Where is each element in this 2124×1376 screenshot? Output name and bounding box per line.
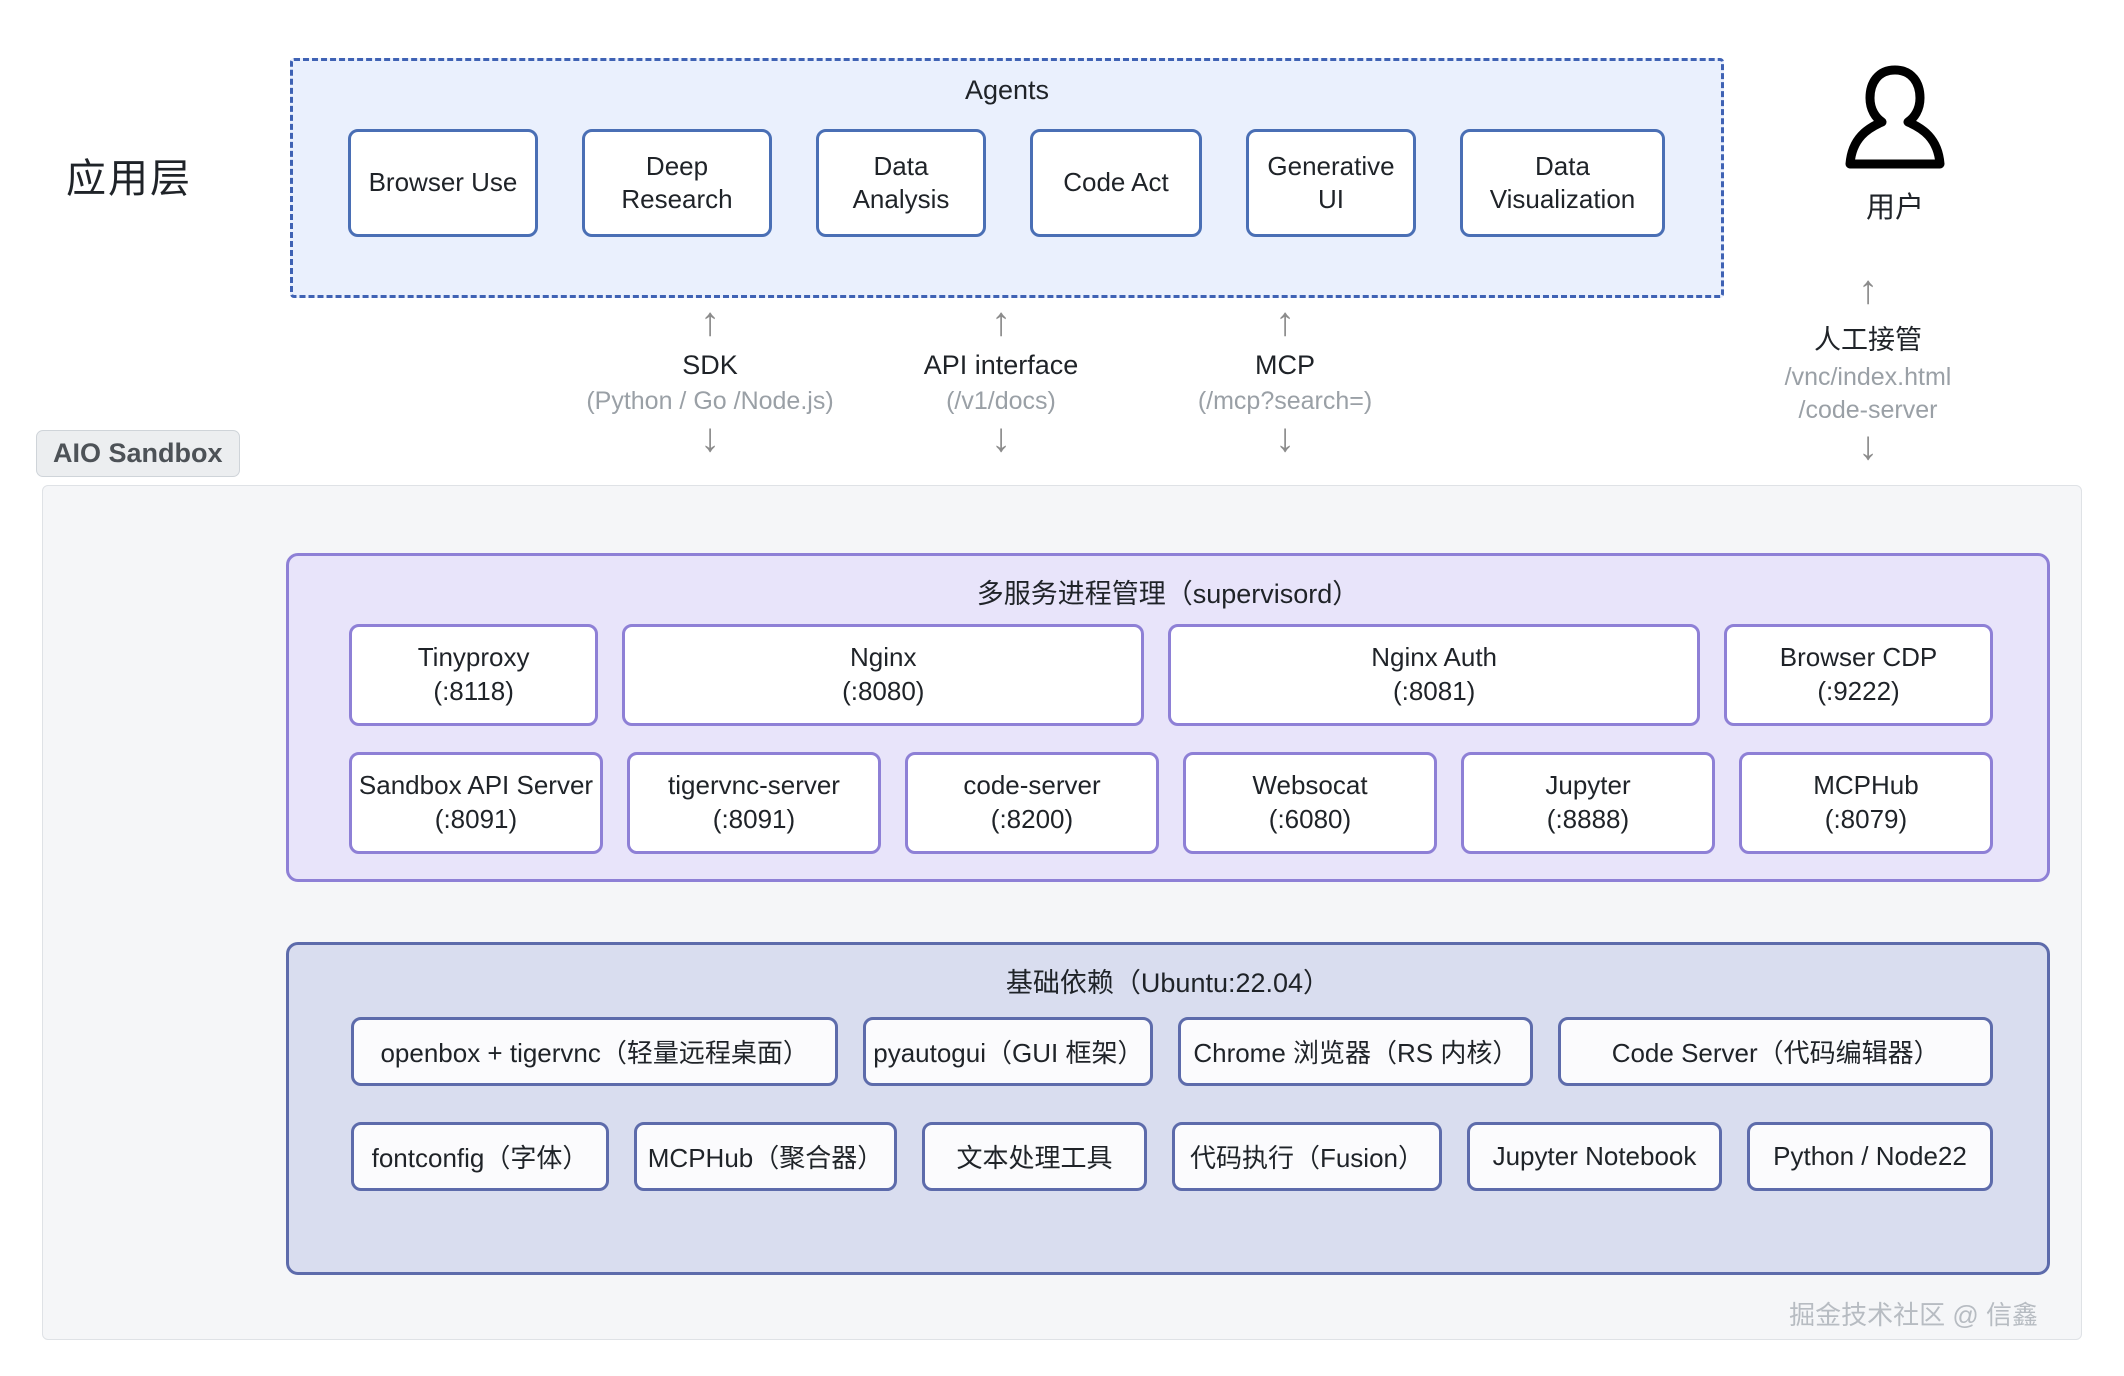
service-layer-container: 多服务进程管理（supervisord） Tinyproxy (:8118) N… (286, 553, 2050, 882)
aio-sandbox-badge: AIO Sandbox (36, 430, 240, 477)
service-port: (:8091) (434, 804, 518, 834)
user-block: 用户 (1805, 60, 1985, 226)
foundation-box-code-server[interactable]: Code Server（代码编辑器） (1558, 1017, 1993, 1086)
connector-manual-takeover: ↑ 人工接管 /vnc/index.html /code-server ↓ (1718, 270, 2018, 466)
service-port: (:8081) (1392, 676, 1476, 706)
arrow-down-icon: ↓ (1275, 415, 1295, 460)
service-port: (:8200) (990, 804, 1074, 834)
foundation-box-pyautogui[interactable]: pyautogui（GUI 框架） (863, 1017, 1154, 1086)
agent-box-code-act[interactable]: Code Act (1030, 129, 1202, 237)
connector-api-interface: ↑ API interface (/v1/docs) ↓ (851, 302, 1151, 458)
arrow-up-icon: ↑ (700, 300, 720, 344)
arrow-up-icon: ↑ (1275, 300, 1295, 344)
arrow-up-icon: ↑ (1858, 268, 1878, 312)
connector-sdk: ↑ SDK (Python / Go /Node.js) ↓ (560, 302, 860, 458)
arrow-down-icon: ↓ (1858, 424, 1878, 468)
layer-label-application: 应用层 (66, 157, 192, 201)
connector-subtitle: (/mcp?search=) (1197, 387, 1373, 415)
foundation-box-fontconfig[interactable]: fontconfig（字体） (351, 1122, 609, 1191)
service-port: (:8080) (842, 676, 925, 706)
foundation-box-jupyter-notebook[interactable]: Jupyter Notebook (1467, 1122, 1722, 1191)
connector-subtitle-2: /code-server (1798, 395, 1938, 424)
foundation-box-text-processing-tools[interactable]: 文本处理工具 (922, 1122, 1147, 1191)
foundation-box-chrome-browser[interactable]: Chrome 浏览器（RS 内核） (1178, 1017, 1534, 1086)
service-layer-title: 多服务进程管理（supervisord） (976, 579, 1360, 609)
service-name: MCPHub (1813, 770, 1919, 801)
connector-title: MCP (1255, 350, 1315, 380)
foundation-box-mcphub[interactable]: MCPHub（聚合器） (634, 1122, 897, 1191)
foundation-layer-title: 基础依赖（Ubuntu:22.04） (1005, 968, 1331, 998)
agent-label: Browser Use (368, 167, 518, 198)
foundation-box-openbox-tigervnc[interactable]: openbox + tigervnc（轻量远程桌面） (351, 1017, 839, 1086)
service-name: Nginx Auth (1371, 642, 1497, 673)
agent-label: Code Act (1063, 167, 1169, 198)
service-name: Tinyproxy (417, 642, 530, 673)
arrow-up-icon: ↑ (991, 300, 1011, 344)
service-port: (:6080) (1268, 804, 1352, 834)
watermark: 掘金技术社区 @ 信鑫 (1789, 1300, 2038, 1330)
arrow-down-icon: ↓ (991, 415, 1011, 460)
user-avatar-icon (1845, 65, 1945, 169)
connector-subtitle: (/v1/docs) (946, 387, 1056, 415)
service-box-nginx-auth[interactable]: Nginx Auth (:8081) (1168, 624, 1701, 726)
agent-box-browser-use[interactable]: Browser Use (348, 129, 538, 237)
service-box-browser-cdp[interactable]: Browser CDP (:9222) (1724, 624, 1993, 726)
service-row-1: Tinyproxy (:8118) Nginx (:8080) Nginx Au… (349, 624, 1993, 726)
foundation-box-python-node22[interactable]: Python / Node22 (1747, 1122, 1993, 1191)
foundation-row-1: openbox + tigervnc（轻量远程桌面） pyautogui（GUI… (351, 1017, 1993, 1086)
service-box-tinyproxy[interactable]: Tinyproxy (:8118) (349, 624, 599, 726)
foundation-layer-container: 基础依赖（Ubuntu:22.04） openbox + tigervnc（轻量… (286, 942, 2050, 1275)
connector-title: 人工接管 (1814, 325, 1922, 355)
connector-title: SDK (682, 350, 738, 380)
service-row-2: Sandbox API Server (:8091) tigervnc-serv… (349, 752, 1993, 854)
service-name: Jupyter (1545, 770, 1631, 801)
service-box-sandbox-api-server[interactable]: Sandbox API Server (:8091) (349, 752, 603, 854)
agents-title: Agents (964, 75, 1050, 105)
service-box-nginx[interactable]: Nginx (:8080) (622, 624, 1145, 726)
service-box-code-server[interactable]: code-server (:8200) (905, 752, 1159, 854)
arrow-down-icon: ↓ (700, 415, 720, 460)
service-name: Nginx (850, 642, 917, 673)
connector-subtitle: /vnc/index.html (1784, 363, 1952, 391)
service-port: (:8079) (1824, 804, 1908, 834)
service-name: Sandbox API Server (358, 770, 594, 801)
foundation-box-code-execution-fusion[interactable]: 代码执行（Fusion） (1172, 1122, 1442, 1191)
connector-mcp: ↑ MCP (/mcp?search=) ↓ (1135, 302, 1435, 458)
service-name: Browser CDP (1779, 642, 1938, 673)
connector-title: API interface (923, 350, 1079, 380)
user-label: 用户 (1865, 192, 1924, 224)
connector-subtitle: (Python / Go /Node.js) (586, 387, 834, 415)
service-box-tigervnc-server[interactable]: tigervnc-server (:8091) (627, 752, 881, 854)
service-box-mcphub[interactable]: MCPHub (:8079) (1739, 752, 1993, 854)
service-port: (:8888) (1546, 804, 1630, 834)
service-port: (:8091) (712, 804, 796, 834)
foundation-row-2: fontconfig（字体） MCPHub（聚合器） 文本处理工具 代码执行（F… (351, 1122, 1993, 1191)
service-name: tigervnc-server (668, 770, 840, 801)
service-box-jupyter[interactable]: Jupyter (:8888) (1461, 752, 1715, 854)
service-name: Websocat (1252, 770, 1368, 801)
service-box-websocat[interactable]: Websocat (:6080) (1183, 752, 1437, 854)
service-port: (:9222) (1817, 676, 1900, 706)
service-name: code-server (963, 770, 1101, 801)
service-port: (:8118) (433, 676, 514, 706)
